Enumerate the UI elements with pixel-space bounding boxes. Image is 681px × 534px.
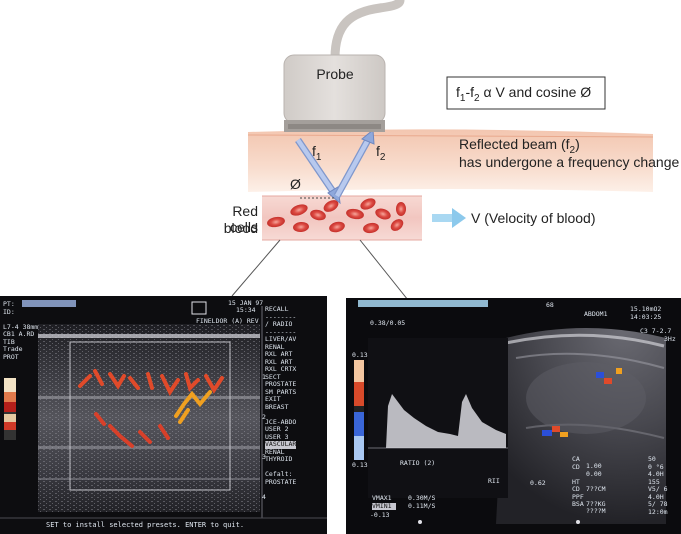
menu-item: -------- xyxy=(265,327,297,336)
right-freq-label: 3Hz xyxy=(664,335,676,343)
rbc xyxy=(290,204,308,216)
menu-item[interactable]: RENAL xyxy=(265,342,285,351)
right-header-right: 68 xyxy=(546,301,554,309)
menu-item[interactable]: USER 2 xyxy=(265,425,289,433)
menu-item[interactable]: THYROID xyxy=(265,455,293,463)
left-scan-image xyxy=(0,300,327,519)
menu-item[interactable]: SM PARTS xyxy=(265,387,297,396)
right-sub-header: 0.38/0.05 xyxy=(370,319,406,327)
rbc xyxy=(267,216,285,228)
menu-item[interactable]: PROSTATE xyxy=(265,477,297,486)
ultrasound-beams xyxy=(295,129,375,205)
left-ultrasound-screen: PT: ID: L7-4 38mm CB1 A.RD TIB Trade PRO… xyxy=(0,296,327,534)
frequency-change-label: has undergone a frequency change xyxy=(459,154,680,170)
menu-item-selected[interactable]: VASCULAR xyxy=(265,440,297,449)
velocity-arrow xyxy=(432,208,466,228)
rbc xyxy=(396,202,406,216)
f1-label: f1 xyxy=(312,143,322,163)
param-labels: CA CD HT CD PPF BSA xyxy=(572,455,584,508)
leader-line-right xyxy=(359,239,409,300)
rbc xyxy=(363,222,379,234)
menu-item[interactable]: EXIT xyxy=(265,395,281,403)
top-scale-value: 0.13 xyxy=(352,351,368,359)
color-doppler-signal xyxy=(542,368,622,437)
mid-value: 0.62 xyxy=(530,479,546,487)
menu-item[interactable]: RECALL xyxy=(265,305,289,313)
menu-item[interactable]: / RADIO xyxy=(265,320,293,328)
right-header-name: ABDOM1 xyxy=(584,310,608,318)
menu-item[interactable]: USER 3 xyxy=(265,432,289,441)
color-flow-signal xyxy=(78,369,224,448)
color-box xyxy=(69,341,231,491)
rbc xyxy=(323,200,339,212)
rbc-label-line1: Red blood xyxy=(223,203,258,236)
rbc xyxy=(375,208,391,220)
menu-item[interactable]: SECT xyxy=(265,372,281,381)
vmax-value: 0.30M/S xyxy=(408,494,436,502)
vmax-label: VMAX1 xyxy=(372,494,392,502)
depth-scale-2: 2 xyxy=(262,413,266,421)
velocity-label: V (Velocity of blood) xyxy=(471,210,596,226)
rbc xyxy=(310,209,326,221)
vmin-label: VMIN1 xyxy=(372,502,392,510)
ratio-label: RATIO (2) xyxy=(400,459,436,467)
depth-scale-3: 3 xyxy=(262,453,266,461)
reflected-beam-label: Reflected beam (f2) xyxy=(459,136,580,156)
f2-label: f2 xyxy=(376,143,386,163)
vmin-value: 0.11M/S xyxy=(408,502,436,510)
preset-menu[interactable]: RECALL -------- / RADIO -------- LIVER/A… xyxy=(265,305,297,486)
doppler-formula: f1-f2 α V and cosine Ø xyxy=(456,84,592,104)
depth-scale-1: 1 xyxy=(262,373,266,381)
menu-item[interactable]: JCE-ABDO xyxy=(265,417,297,426)
left-info-panel: PT: ID: L7-4 38mm CB1 A.RD TIB Trade PRO… xyxy=(3,300,39,361)
right-time: 14:03:25 xyxy=(630,313,662,321)
menu-item[interactable]: RXL CRTX xyxy=(265,365,297,373)
blood-vessel xyxy=(262,196,422,240)
menu-item[interactable]: Cefalt: xyxy=(265,470,293,478)
rbc xyxy=(329,221,345,233)
rbc xyxy=(390,219,404,231)
depth-scale-4: 4 xyxy=(262,493,266,501)
bottom-scale-value: 0.13 xyxy=(352,461,368,469)
formula-box xyxy=(446,76,606,110)
left-date: 15 JAN 97 xyxy=(228,299,264,307)
menu-item[interactable]: RXL ART xyxy=(265,357,293,366)
doppler-diagram xyxy=(231,0,654,300)
red-blood-cells xyxy=(267,198,406,234)
probe-cable xyxy=(330,0,405,63)
left-footer-instruction: SET to install selected presets. ENTER t… xyxy=(46,521,245,529)
right-depth-label: C3 7-2.7 xyxy=(640,327,672,335)
leader-line-left xyxy=(231,239,281,297)
menu-item[interactable]: LIVER/AV xyxy=(265,335,297,343)
menu-item[interactable]: PROSTATE xyxy=(265,380,297,388)
rbc xyxy=(346,208,364,220)
negative-scale-value: -0.13 xyxy=(370,511,390,519)
doppler-waveform xyxy=(386,394,506,448)
probe-label: Probe xyxy=(316,66,354,82)
right-date: 15.10mO2 xyxy=(630,305,662,313)
rbc xyxy=(360,198,376,210)
rii-label: RII xyxy=(488,477,500,485)
left-header-mid: FINELDOR (A) REV xyxy=(196,317,259,325)
right-scan-image xyxy=(354,300,666,524)
left-time: 15:34 xyxy=(236,306,256,314)
right-ultrasound-screen: 68 ABDOM1 15.10mO2 14:03:25 0.38/0.05 C3… xyxy=(346,298,681,534)
menu-item[interactable]: BREAST xyxy=(265,402,289,411)
angle-label: Ø xyxy=(290,176,301,192)
rbc xyxy=(293,221,309,233)
menu-item: -------- xyxy=(265,312,297,321)
right-param-values: 50 0 °6 4.0H 155 V5/ 6 4.0H 5/ 78 12:0m xyxy=(648,455,668,516)
param-values: 1.00 0.00 7??CM 7??KG ????M xyxy=(586,462,606,515)
menu-item[interactable]: RENAL xyxy=(265,447,285,456)
rbc-label-line2: cells xyxy=(229,219,258,235)
menu-item[interactable]: RXL ART xyxy=(265,350,293,358)
